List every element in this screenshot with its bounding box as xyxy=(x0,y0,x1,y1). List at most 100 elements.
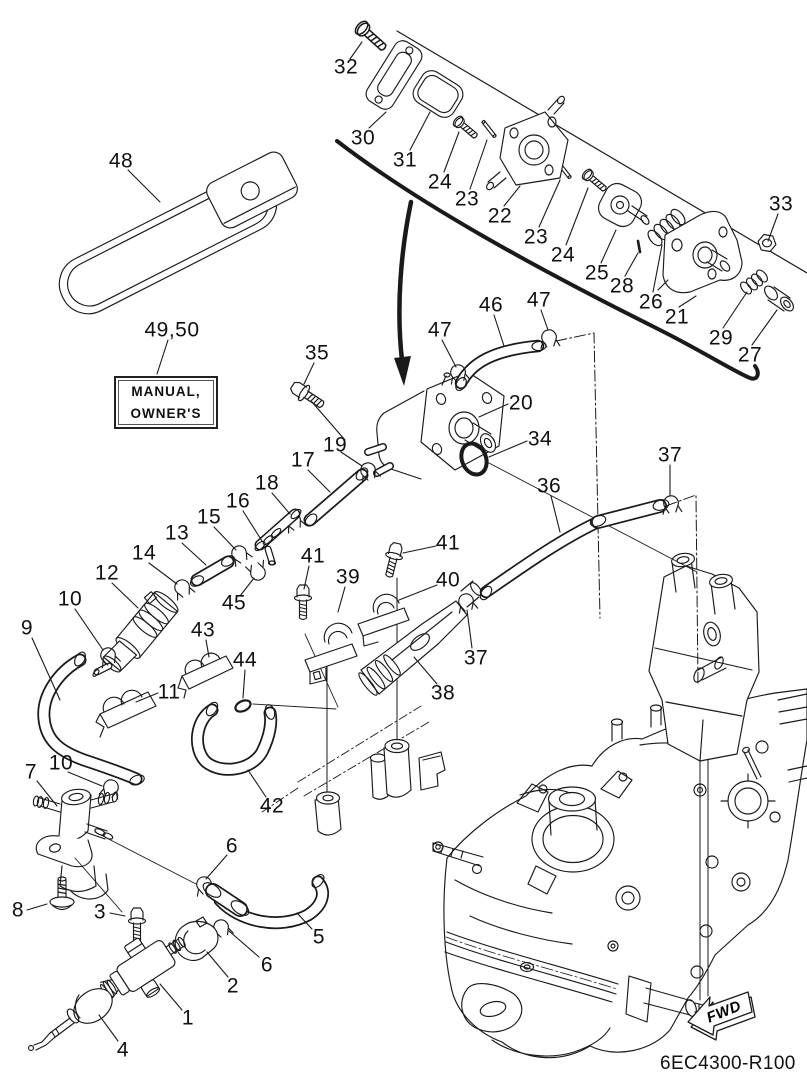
engine-grommets-art xyxy=(314,738,446,836)
leader-line-21 xyxy=(678,295,697,308)
manual-box-line1: MANUAL, xyxy=(131,383,201,399)
part-label-21: 21 xyxy=(664,305,690,329)
part-label-13: 13 xyxy=(164,521,190,545)
part-label-36: 36 xyxy=(536,474,562,498)
diagram-code: 6EC4300-R100 xyxy=(660,1053,796,1074)
leader-line-35 xyxy=(303,362,315,385)
part-label-44: 44 xyxy=(232,648,258,672)
leader-line-12 xyxy=(111,582,139,609)
part-label-27: 27 xyxy=(737,343,763,367)
part-label-17: 17 xyxy=(290,448,316,472)
owners-manual-placeholder-inner: MANUAL, OWNER'S xyxy=(118,380,214,425)
leader-line-16 xyxy=(242,510,263,542)
leader-line-18 xyxy=(271,492,291,515)
part-label-47: 47 xyxy=(526,288,552,312)
part-label-11: 11 xyxy=(157,680,181,704)
leader-line-47 xyxy=(540,309,549,331)
part-label-34: 34 xyxy=(527,427,553,451)
leader-line-32 xyxy=(349,41,363,60)
part-label-8: 8 xyxy=(11,898,25,922)
part-label-12: 12 xyxy=(94,561,120,585)
part-label-5: 5 xyxy=(312,925,326,949)
leader-line-45 xyxy=(239,577,255,597)
part-label-48: 48 xyxy=(108,149,134,173)
leader-line-4 xyxy=(98,1014,119,1042)
leader-line-28 xyxy=(624,252,639,277)
part-label-15: 15 xyxy=(196,505,222,529)
leader-line-25 xyxy=(600,229,617,264)
part-label-35: 35 xyxy=(304,341,330,365)
part-label-4: 4 xyxy=(116,1038,130,1062)
part-label-42: 42 xyxy=(259,794,285,818)
leader-line-37 xyxy=(466,609,473,649)
leader-lines xyxy=(26,41,779,1042)
leader-line-7 xyxy=(36,780,58,807)
leader-line-42 xyxy=(247,769,267,798)
part-label-16: 16 xyxy=(225,489,251,513)
leader-line-10 xyxy=(74,608,104,651)
carburetor-art xyxy=(648,552,760,762)
leader-line-5 xyxy=(296,912,313,930)
leader-line-41 xyxy=(402,545,437,554)
leader-line-8 xyxy=(26,903,48,911)
part-label-37: 37 xyxy=(657,443,683,467)
manual-strap-art xyxy=(58,151,298,315)
leader-line-17 xyxy=(307,469,331,493)
part-label-32: 32 xyxy=(333,55,359,79)
leader-line-23 xyxy=(538,179,561,228)
part-label-33: 33 xyxy=(768,192,794,216)
leader-line-9 xyxy=(31,637,61,701)
leader-line-47 xyxy=(441,339,457,368)
fwd-arrow xyxy=(687,991,756,1041)
leader-line-36 xyxy=(550,495,561,533)
part-label-41: 41 xyxy=(435,531,461,555)
leader-line-6 xyxy=(228,930,260,958)
part-label-41: 41 xyxy=(300,544,326,568)
part-label-46: 46 xyxy=(478,293,504,317)
part-label-49-50: 49,50 xyxy=(144,318,200,342)
leader-line-41 xyxy=(303,565,310,590)
leader-line-15 xyxy=(213,526,237,551)
part-label-23: 23 xyxy=(523,225,549,249)
hose-holder-brackets-art xyxy=(95,652,252,738)
leader-line-31 xyxy=(409,111,431,151)
leader-line-43 xyxy=(205,639,210,658)
leader-line-49,50 xyxy=(156,339,169,375)
leader-line-2 xyxy=(206,951,229,978)
leader-line-48 xyxy=(127,169,161,203)
fuel-line-parts-art xyxy=(37,459,381,800)
part-label-30: 30 xyxy=(350,126,376,150)
part-label-9: 9 xyxy=(20,616,34,640)
leader-line-29 xyxy=(722,291,748,329)
part-label-3: 3 xyxy=(93,900,107,924)
leader-line-3 xyxy=(109,912,126,917)
engine-block-art xyxy=(432,688,807,1059)
leader-line-22 xyxy=(503,185,521,207)
leader-line-1 xyxy=(159,983,183,1011)
part-label-43: 43 xyxy=(190,618,216,642)
leader-line-34 xyxy=(488,440,528,458)
leader-line-10 xyxy=(67,771,103,787)
leader-line-14 xyxy=(148,562,178,585)
part-label-22: 22 xyxy=(487,204,513,228)
leader-line-44 xyxy=(242,669,246,699)
part-label-28: 28 xyxy=(609,274,635,298)
leader-line-46 xyxy=(493,314,505,347)
leader-line-26 xyxy=(652,244,663,293)
part-label-20: 20 xyxy=(508,391,534,415)
leader-line-23 xyxy=(469,139,488,190)
part-label-1: 1 xyxy=(181,1006,195,1030)
leader-line-30 xyxy=(368,111,387,129)
leader-line-33 xyxy=(767,213,779,242)
fuel-pump-art xyxy=(287,328,561,480)
part-label-24: 24 xyxy=(427,170,453,194)
leader-line-19 xyxy=(340,451,363,467)
leader-line-38 xyxy=(413,656,438,685)
leader-line-20 xyxy=(478,403,509,418)
part-label-10: 10 xyxy=(48,751,74,775)
part-label-31: 31 xyxy=(392,148,418,172)
part-label-25: 25 xyxy=(584,261,610,285)
leader-line-13 xyxy=(181,542,207,566)
